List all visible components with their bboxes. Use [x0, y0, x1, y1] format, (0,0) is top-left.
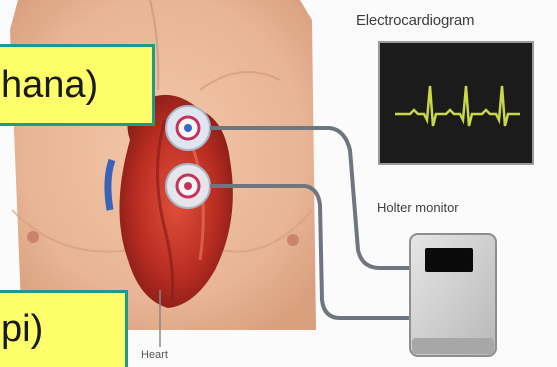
- electrode-upper: [166, 106, 210, 150]
- left-nipple: [27, 231, 39, 243]
- electrocardiogram-caption: Electrocardiogram: [356, 12, 474, 29]
- holter-monitor-caption: Holter monitor: [377, 200, 459, 215]
- annotation-box-bottom: pi): [0, 290, 128, 367]
- annotation-box-top: hana): [0, 44, 155, 126]
- holter-display: [425, 248, 473, 272]
- electrode-lower: [166, 164, 210, 208]
- annotation-text-top: hana): [1, 64, 98, 106]
- ecg-screen: [379, 42, 533, 164]
- annotation-text-bottom: pi): [1, 308, 43, 350]
- heart-caption: Heart: [141, 349, 168, 361]
- right-nipple: [287, 234, 299, 246]
- holter-device: [410, 234, 496, 356]
